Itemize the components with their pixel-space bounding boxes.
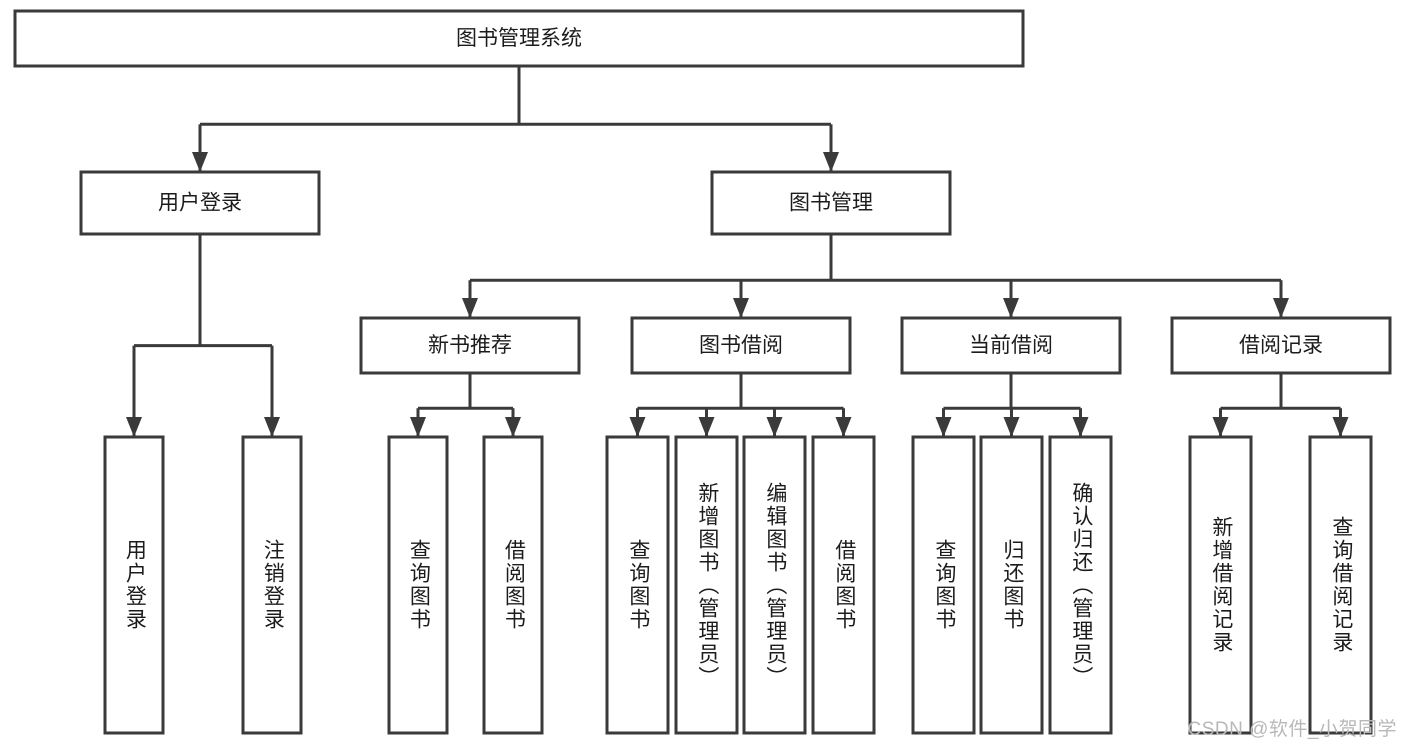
- conn-new-book-recommend-arrow-1: [505, 417, 521, 437]
- node-root-label: 图书管理系统: [456, 27, 582, 50]
- leaf-leaf-query-book-2-box[interactable]: [605, 435, 670, 735]
- leaf-leaf-query-book-3-box[interactable]: [911, 435, 976, 735]
- conn-current-borrow-arrow-1: [1003, 417, 1020, 437]
- leaf-leaf-borrow-book-1-box[interactable]: [482, 435, 544, 735]
- conn-user-login-arrow-1: [264, 417, 280, 437]
- conn-book-manage-arrow-0: [462, 298, 478, 318]
- conn-root-arrow-0: [192, 152, 208, 172]
- leaf-leaf-user-logout-box[interactable]: [241, 435, 303, 735]
- leaf-leaf-confirm-return-box[interactable]: [1048, 435, 1113, 735]
- leaf-leaf-add-book-box[interactable]: [674, 435, 739, 735]
- conn-book-borrow-arrow-3: [835, 417, 852, 437]
- conn-current-borrow-arrow-0: [935, 417, 952, 437]
- conn-borrow-record-arrow-0: [1212, 417, 1229, 437]
- conn-book-borrow-arrow-0: [629, 417, 646, 437]
- node-book-borrow-label: 图书借阅: [699, 334, 783, 357]
- node-borrow-record-label: 借阅记录: [1239, 334, 1323, 357]
- node-new-book-recommend-box[interactable]: [359, 316, 581, 375]
- connectors-layer: [126, 66, 1349, 437]
- leaf-leaf-borrow-book-2-box[interactable]: [811, 435, 876, 735]
- node-book-manage-box[interactable]: [710, 170, 952, 236]
- conn-book-borrow-arrow-1: [698, 417, 715, 437]
- leaf-leaf-query-book-1-box[interactable]: [387, 435, 449, 735]
- leaf-leaf-return-book-box[interactable]: [979, 435, 1044, 735]
- node-borrow-record-box[interactable]: [1170, 316, 1392, 375]
- leaf-leaf-edit-book-box[interactable]: [742, 435, 807, 735]
- csdn-watermark: CSDN @软件_小贺同学: [1187, 719, 1397, 740]
- conn-book-manage-arrow-3: [1273, 298, 1289, 318]
- conn-current-borrow-arrow-2: [1072, 417, 1089, 437]
- conn-book-manage-arrow-1: [733, 298, 749, 318]
- conn-book-borrow-arrow-2: [766, 417, 783, 437]
- leaf-leaf-user-login-box[interactable]: [103, 435, 165, 735]
- node-user-login-label: 用户登录: [158, 192, 242, 215]
- conn-user-login-arrow-0: [126, 417, 142, 437]
- node-book-manage-label: 图书管理: [789, 192, 873, 215]
- conn-book-manage-arrow-2: [1003, 298, 1019, 318]
- node-root-box[interactable]: [13, 9, 1025, 68]
- node-book-borrow-box[interactable]: [630, 316, 852, 375]
- conn-new-book-recommend-arrow-0: [410, 417, 426, 437]
- leaf-leaf-add-record-box[interactable]: [1188, 435, 1253, 735]
- leaf-leaf-query-record-box[interactable]: [1308, 435, 1373, 735]
- boxes-layer: [13, 9, 1392, 735]
- node-user-login-box[interactable]: [79, 170, 321, 236]
- node-current-borrow-box[interactable]: [900, 316, 1122, 375]
- conn-root-arrow-1: [823, 152, 839, 172]
- conn-borrow-record-arrow-1: [1332, 417, 1349, 437]
- node-current-borrow-label: 当前借阅: [969, 334, 1053, 357]
- node-new-book-recommend-label: 新书推荐: [428, 334, 512, 357]
